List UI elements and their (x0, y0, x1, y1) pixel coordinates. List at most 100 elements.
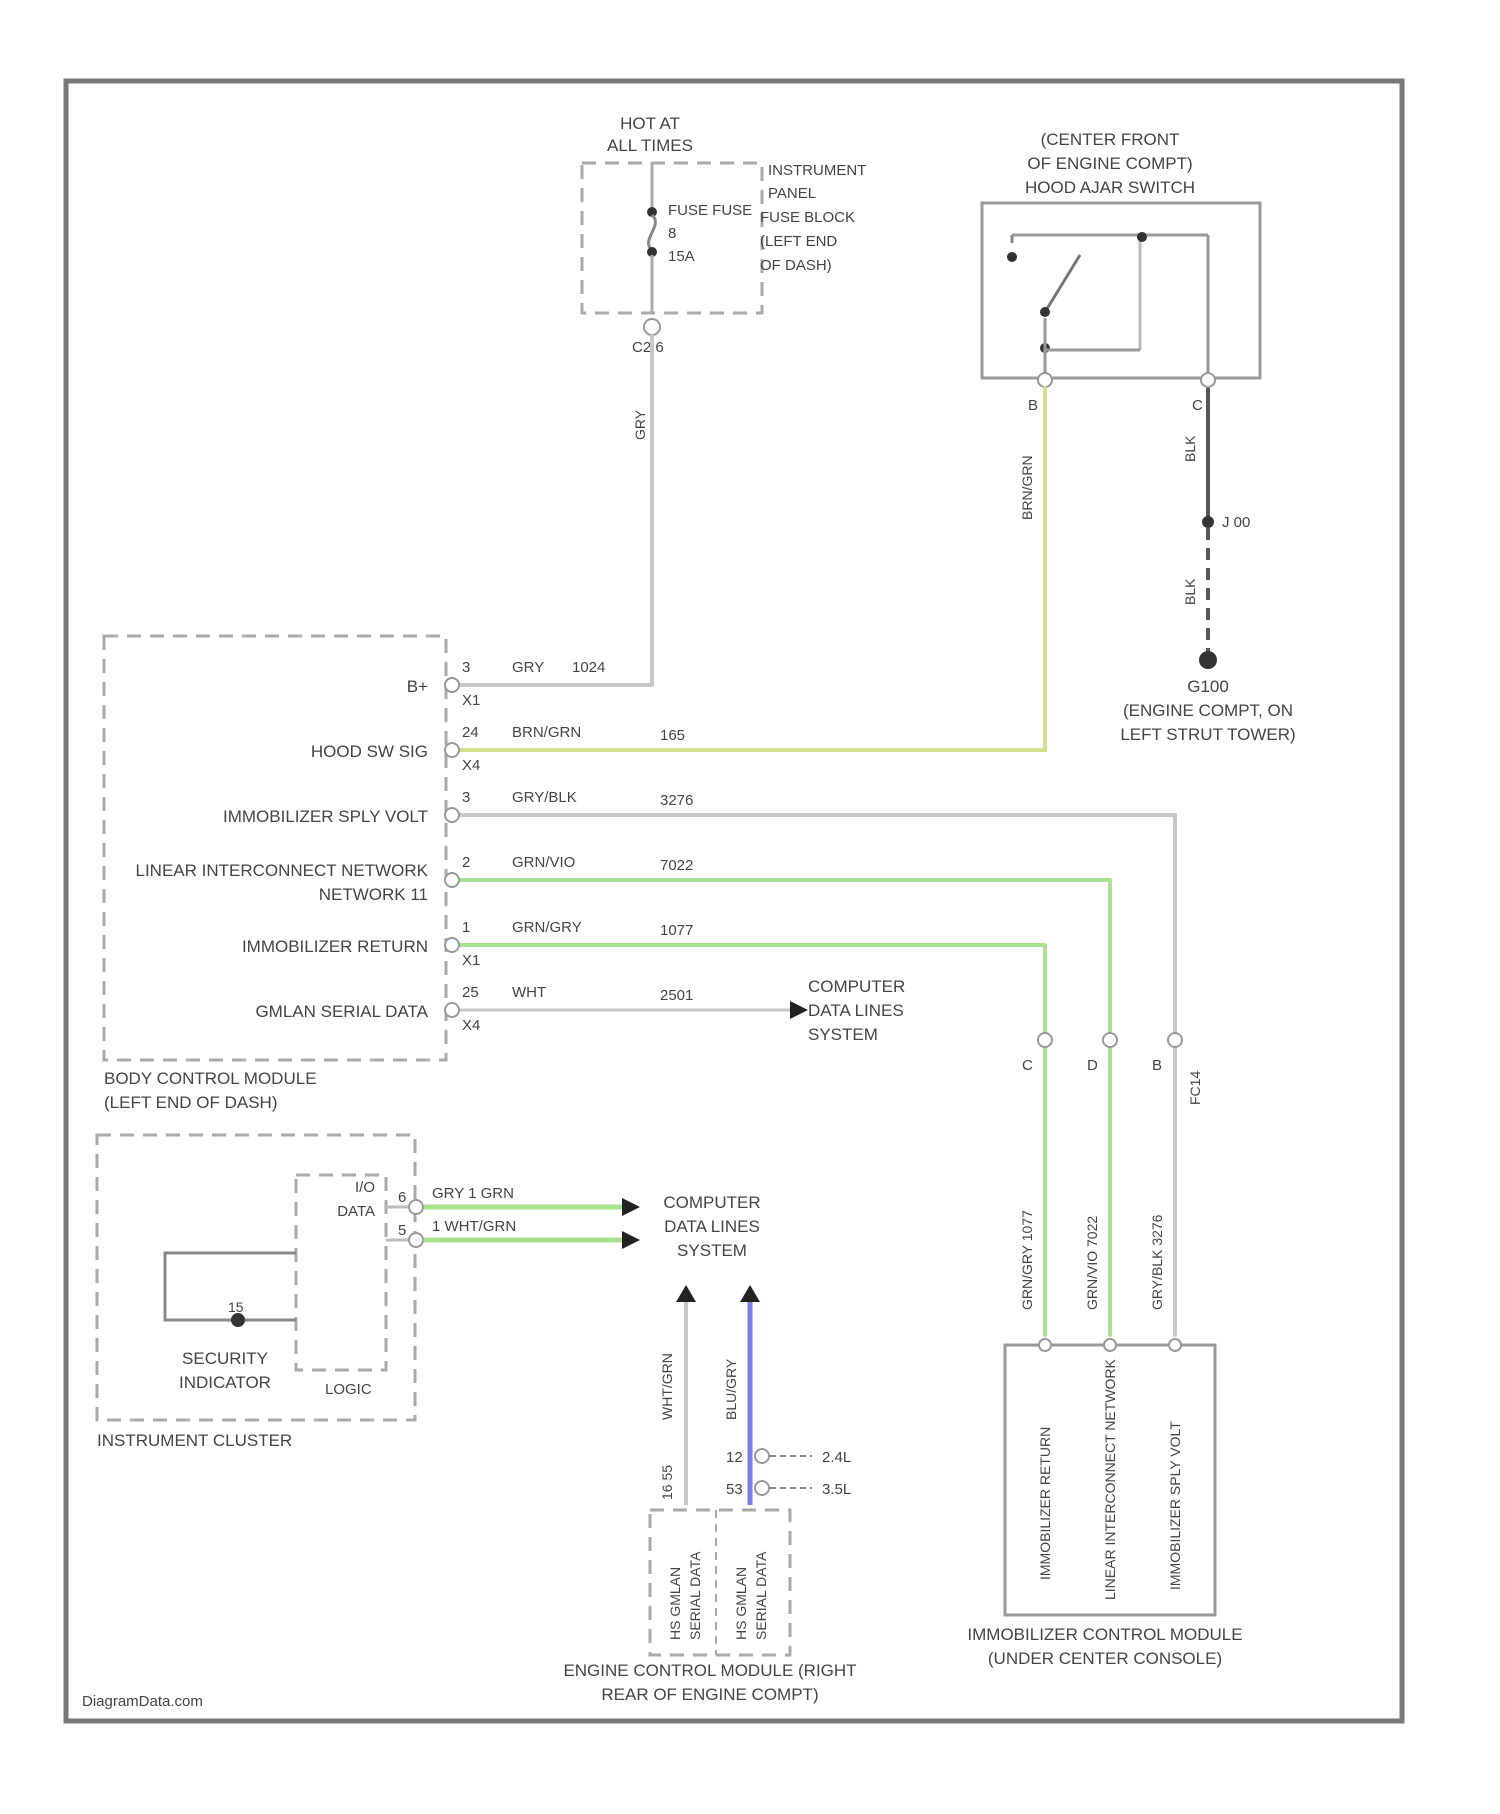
fuse-label-1: FUSE FUSE (668, 202, 752, 219)
hot-at-label-1: HOT AT (620, 114, 680, 133)
bcm-row-3-wire: GRN/VIO (512, 854, 575, 871)
engine-control-module: WHT/GRN BLU/GRY 16 55 12 53 2.4L 3.5L HS… (563, 1285, 856, 1704)
cluster-data-dest-2: DATA LINES (664, 1217, 760, 1236)
fuse-wire-color: GRY (632, 409, 648, 440)
wire-runs (460, 336, 1175, 1335)
arrow-cluster-data-1 (622, 1198, 640, 1216)
wire-gry-blk-imm-volt (460, 815, 1175, 1335)
fuse-block: HOT AT ALL TIMES FUSE FUSE 8 15A INSTRUM… (582, 114, 866, 440)
bcm-row-5-wire: WHT (512, 984, 546, 1001)
bcm-row-5-conn: X4 (462, 1017, 480, 1034)
indicator-label-1: SECURITY (182, 1349, 268, 1368)
bcm-row-3-label: LINEAR INTERCONNECT NETWORK (136, 861, 429, 880)
bcm-row-2-pin: 3 (462, 789, 470, 806)
bcm-row-0-pin: 3 (462, 659, 470, 676)
panel-label-5: OF DASH) (760, 257, 832, 274)
bcm-row-2-label: IMMOBILIZER SPLY VOLT (223, 807, 428, 826)
indicator-pin: 15 (228, 1299, 244, 1315)
bcm-row-4-circuit: 1077 (660, 922, 693, 939)
cluster-io-label-2: DATA (337, 1203, 375, 1220)
imm-pin-c: C (1022, 1057, 1033, 1074)
panel-label-2: PANEL (768, 185, 816, 202)
bcm-row-0-wire: GRY (512, 659, 544, 676)
bcm-row-1-label: HOOD SW SIG (311, 742, 428, 761)
arrow-ecm-up-left (676, 1285, 696, 1302)
imm-name-2: (UNDER CENTER CONSOLE) (988, 1649, 1222, 1668)
security-indicator-icon (231, 1313, 245, 1327)
panel-label-4: (LEFT END (760, 233, 837, 250)
hood-switch-box (982, 203, 1260, 378)
bcm-row-1-circuit: 165 (660, 727, 685, 744)
bcm-row-4-label: IMMOBILIZER RETURN (242, 937, 428, 956)
bcm-row-4-conn: X1 (462, 952, 480, 969)
immobilizer-control-module: C D B FC14 GRN/GRY 1077 GRN/VIO 7022 GRY… (967, 1033, 1242, 1668)
fuse-label-2: 8 (668, 225, 676, 242)
wire-brn-grn-hood (460, 388, 1045, 750)
cluster-data-dest-3: SYSTEM (677, 1241, 747, 1260)
ground-point (1199, 651, 1217, 669)
bcm-name-2: (LEFT END OF DASH) (104, 1093, 277, 1112)
imm-internal-1: LINEAR INTERCONNECT NETWORK (1102, 1358, 1118, 1600)
cluster-io-label-1: I/O (355, 1179, 375, 1196)
body-control-module: B+ HOOD SW SIG IMMOBILIZER SPLY VOLT LIN… (104, 636, 905, 1112)
bcm-row-1-wire: BRN/GRN (512, 724, 581, 741)
cluster-logic-label: LOGIC (325, 1381, 372, 1398)
imm-name-1: IMMOBILIZER CONTROL MODULE (967, 1625, 1242, 1644)
imm-wire-2: GRY/BLK 3276 (1149, 1214, 1165, 1310)
arrow-cluster-data-2 (622, 1231, 640, 1249)
arrow-bcm-data (790, 1001, 808, 1019)
splice-label: J 00 (1222, 514, 1250, 531)
ecm-internal-left-1: HS GMLAN (667, 1567, 683, 1640)
ecm-internal-right-2: SERIAL DATA (753, 1551, 769, 1640)
ecm-engine-note-2: 3.5L (822, 1481, 851, 1498)
ecm-name-1: ENGINE CONTROL MODULE (RIGHT (563, 1661, 856, 1680)
hood-pin-b: C (1192, 397, 1203, 414)
imm-pin-b: B (1152, 1057, 1162, 1074)
ground-name: G100 (1187, 677, 1229, 696)
ecm-wire-right: BLU/GRY (723, 1358, 739, 1420)
hood-title-3: HOOD AJAR SWITCH (1025, 178, 1195, 197)
bcm-outline (104, 636, 446, 1060)
ecm-wire-left: WHT/GRN (659, 1353, 675, 1420)
ground-label-1: (ENGINE COMPT, ON (1123, 701, 1293, 720)
panel-label-1: INSTRUMENT (768, 162, 866, 179)
bcm-row-4-pin: 1 (462, 919, 470, 936)
cluster-pin-1: 6 (398, 1189, 406, 1206)
imm-wire-1: GRN/VIO 7022 (1084, 1216, 1100, 1310)
ecm-pin-right-1: 12 (726, 1449, 743, 1466)
imm-internal-0: IMMOBILIZER RETURN (1037, 1427, 1053, 1580)
cluster-data-dest-1: COMPUTER (663, 1193, 760, 1212)
bcm-row-0-conn: X1 (462, 692, 480, 709)
bcm-row-5-circuit: 2501 (660, 987, 693, 1004)
fuse-label-3: 15A (668, 248, 695, 265)
hood-title-1: (CENTER FRONT (1041, 130, 1180, 149)
imm-fcon: FC14 (1187, 1071, 1203, 1105)
bcm-data-dest-3: SYSTEM (808, 1025, 878, 1044)
imm-internal-2: IMMOBILIZER SPLY VOLT (1167, 1421, 1183, 1590)
hood-ajar-switch: (CENTER FRONT OF ENGINE COMPT) HOOD AJAR… (982, 130, 1296, 744)
fuse-symbol (649, 215, 656, 250)
bcm-row-5-pin: 25 (462, 984, 479, 1001)
bcm-row-1-pin: 24 (462, 724, 479, 741)
wire-grn-gry-imm-ret (460, 945, 1045, 1335)
bcm-data-dest-1: COMPUTER (808, 977, 905, 996)
bcm-name-1: BODY CONTROL MODULE (104, 1069, 317, 1088)
ecm-engine-note-1: 2.4L (822, 1449, 851, 1466)
bcm-data-dest-2: DATA LINES (808, 1001, 904, 1020)
cluster-wire-1: GRY 1 GRN (432, 1185, 514, 1202)
bcm-row-4-wire: GRN/GRY (512, 919, 582, 936)
watermark: DiagramData.com (82, 1693, 203, 1710)
indicator-label-2: INDICATOR (179, 1373, 271, 1392)
imm-pin-d: D (1087, 1057, 1098, 1074)
hood-wire-a: BRN/GRN (1019, 455, 1035, 520)
panel-label-3: FUSE BLOCK (760, 209, 855, 226)
hot-at-label-2: ALL TIMES (607, 136, 693, 155)
bcm-row-3-label2: NETWORK 11 (319, 885, 428, 904)
bcm-row-3-pin: 2 (462, 854, 470, 871)
bcm-row-1-conn: X4 (462, 757, 480, 774)
bcm-row-5-label: GMLAN SERIAL DATA (255, 1002, 428, 1021)
cluster-wire-2: 1 WHT/GRN (432, 1218, 516, 1235)
ecm-name-2: REAR OF ENGINE COMPT) (601, 1685, 818, 1704)
bcm-row-3-circuit: 7022 (660, 857, 693, 874)
